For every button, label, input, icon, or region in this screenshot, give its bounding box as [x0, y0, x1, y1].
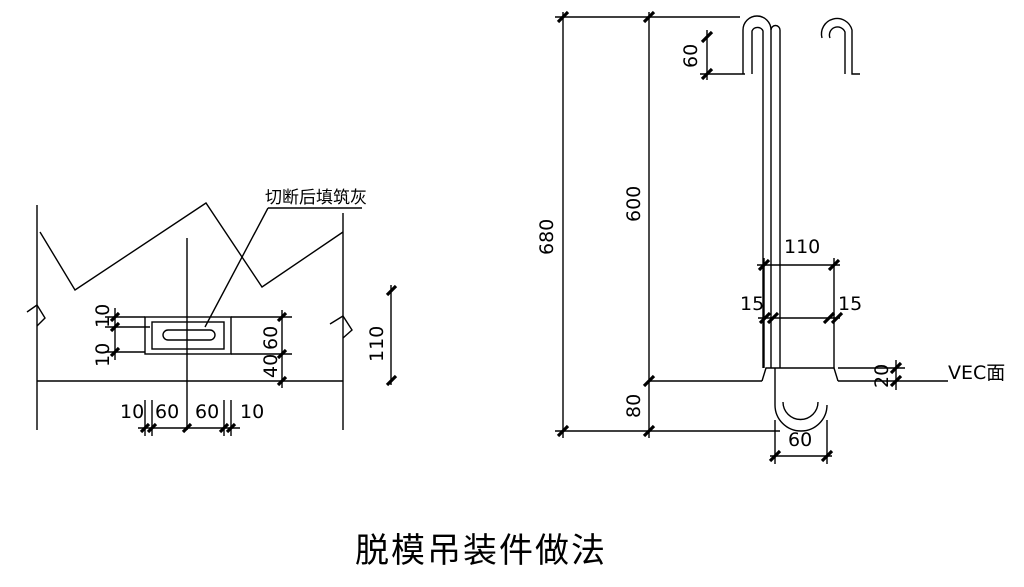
- loop-tick-left: [768, 449, 782, 463]
- hook-tick-top: [700, 30, 714, 44]
- right-tick-1: [276, 311, 288, 323]
- left-tick-1: [109, 311, 121, 323]
- gap-tick-4: [830, 311, 844, 325]
- zigzag-cut-line: [39, 202, 344, 291]
- bottom-tick-3: [181, 422, 193, 434]
- dim-inner: 600: [623, 186, 645, 222]
- dim-right-upper: 60: [260, 326, 282, 350]
- gap-tick-2: [766, 311, 780, 325]
- dim-loop: 60: [788, 429, 812, 451]
- insert-inner-box: [151, 321, 225, 350]
- bottom-tick-4: [218, 422, 230, 434]
- hook-symbol-inner: [828, 26, 846, 74]
- side-tick-1: [385, 284, 398, 297]
- dim-bottom-4: 10: [240, 401, 264, 423]
- dim-side: 110: [366, 326, 388, 362]
- dim-hook: 60: [680, 44, 702, 68]
- insert-outer-box: [144, 316, 232, 355]
- dim-recess: 20: [871, 364, 893, 388]
- right-tick-3: [276, 375, 288, 387]
- right-tick-2: [276, 348, 288, 360]
- overall-tick-top: [556, 10, 570, 24]
- loop-tick-right: [820, 449, 834, 463]
- dim-bottom-offset: 80: [623, 394, 645, 418]
- left-section-view: 切断后填筑灰 10 10 60 40 110: [26, 188, 398, 436]
- right-break-mark: [329, 315, 353, 339]
- gap-tick-3: [822, 311, 836, 325]
- inner-tick-bottom: [642, 424, 656, 438]
- recess-tick-bottom: [889, 374, 903, 388]
- width-tick-left: [757, 258, 771, 272]
- recess-tick-top: [889, 361, 903, 375]
- inner-tick-top: [642, 10, 656, 24]
- lifting-hook-outer-cap: [770, 24, 781, 31]
- bottom-tick-1: [139, 422, 151, 434]
- hook-tick-bottom: [700, 67, 714, 81]
- insert-slot: [162, 329, 216, 341]
- dim-bottom-3: 60: [195, 401, 219, 423]
- width-tick-right: [827, 258, 841, 272]
- lifting-hook-outer: [742, 15, 772, 368]
- reference-surface-label: VEC面: [948, 362, 1005, 384]
- dim-gap-right: 15: [838, 293, 862, 315]
- dim-left-mid: 10: [92, 343, 114, 367]
- left-tick-2: [109, 321, 121, 333]
- bottom-loop-inner: [782, 401, 819, 421]
- dim-width: 110: [784, 236, 820, 258]
- bottom-tick-5: [225, 422, 237, 434]
- side-tick-2: [385, 374, 398, 387]
- recess-left: [761, 367, 839, 382]
- overall-tick-bottom: [556, 424, 570, 438]
- dim-left-top: 10: [92, 304, 114, 328]
- left-break-mark: [26, 304, 46, 327]
- left-tick-3: [109, 346, 121, 358]
- dim-right-lower: 40: [260, 354, 282, 378]
- right-elevation-view: 680 600 80 60 110: [536, 10, 1005, 464]
- dim-gap-left: 15: [740, 293, 764, 315]
- lifting-hook-inner: [751, 26, 764, 368]
- gap-tick-1: [758, 311, 772, 325]
- dim-overall: 680: [536, 219, 558, 255]
- bottom-loop: [774, 404, 828, 432]
- note-leader-line: [204, 207, 269, 328]
- hook-symbol: [820, 17, 860, 75]
- cut-fill-note: 切断后填筑灰: [265, 188, 367, 208]
- dim-bottom-1: 10: [120, 401, 144, 423]
- bottom-tick-2: [146, 422, 158, 434]
- drawing-title: 脱模吊装件做法: [355, 531, 607, 571]
- dim-bottom-2: 60: [155, 401, 179, 423]
